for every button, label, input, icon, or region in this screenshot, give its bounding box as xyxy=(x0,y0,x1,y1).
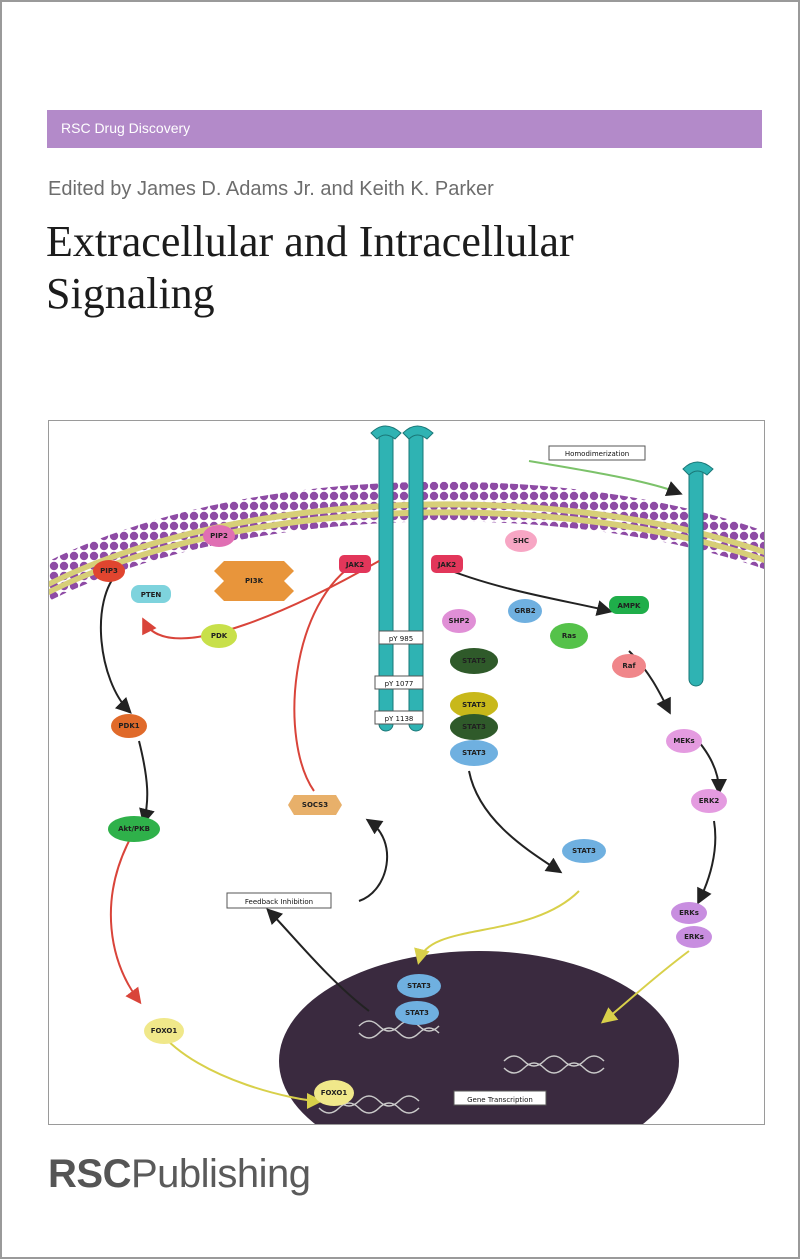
publisher-logo: RSCPublishing xyxy=(48,1152,311,1197)
node-stat3-dimer: STAT3 xyxy=(562,839,606,863)
title-line-2: Signaling xyxy=(46,269,215,318)
svg-text:SHC: SHC xyxy=(513,537,529,545)
node-stat3-c: STAT3 xyxy=(450,740,498,766)
svg-text:PTEN: PTEN xyxy=(141,591,162,599)
svg-text:Ras: Ras xyxy=(562,632,576,640)
signaling-pathway-illustration: PIP3 PIP2 PTEN PI3K PDK PDK1 xyxy=(48,420,765,1125)
svg-text:pY 1077: pY 1077 xyxy=(385,680,414,688)
svg-text:PIP3: PIP3 xyxy=(100,567,118,575)
node-stat3-a: STAT3 xyxy=(450,692,498,718)
svg-text:GRB2: GRB2 xyxy=(514,607,535,615)
node-shc: SHC xyxy=(505,530,537,552)
svg-text:MEKs: MEKs xyxy=(673,737,694,745)
nucleus xyxy=(279,951,679,1124)
book-title: Extracellular and Intracellular Signalin… xyxy=(46,216,766,320)
svg-text:SOCS3: SOCS3 xyxy=(302,801,328,809)
svg-text:STAT3: STAT3 xyxy=(462,723,486,731)
svg-text:ERKs: ERKs xyxy=(684,933,704,941)
publisher-rsc: RSC xyxy=(48,1152,131,1196)
node-pdk1: PDK1 xyxy=(111,714,147,738)
node-stat5: STAT5 xyxy=(450,648,498,674)
node-grb2: GRB2 xyxy=(508,599,542,623)
svg-text:Homodimerization: Homodimerization xyxy=(565,450,629,458)
svg-text:SHP2: SHP2 xyxy=(449,617,470,625)
svg-text:PDK1: PDK1 xyxy=(118,722,139,730)
node-pten: PTEN xyxy=(131,585,171,603)
svg-text:FOXO1: FOXO1 xyxy=(151,1027,178,1035)
node-pip2: PIP2 xyxy=(203,525,235,547)
label-homodimerization: Homodimerization xyxy=(548,445,646,461)
series-banner: RSC Drug Discovery xyxy=(47,110,762,148)
title-line-1: Extracellular and Intracellular xyxy=(46,217,574,266)
node-socs3: SOCS3 xyxy=(288,795,342,815)
svg-text:STAT3: STAT3 xyxy=(572,847,596,855)
node-stat3-b: STAT3 xyxy=(450,714,498,740)
pathway-diagram-svg: PIP3 PIP2 PTEN PI3K PDK PDK1 xyxy=(49,425,764,1124)
series-name: RSC Drug Discovery xyxy=(61,120,191,136)
publisher-publishing: Publishing xyxy=(130,1152,311,1196)
editors-line: Edited by James D. Adams Jr. and Keith K… xyxy=(48,178,494,200)
svg-text:ERKs: ERKs xyxy=(679,909,699,917)
label-ptyr985: pY 985 xyxy=(378,630,424,645)
svg-text:PI3K: PI3K xyxy=(245,577,264,585)
label-ptyr1077: pY 1077 xyxy=(374,675,424,690)
node-jak2-left: JAK2 xyxy=(339,555,371,573)
cell-membrane xyxy=(49,481,764,601)
receptor-right xyxy=(402,425,434,732)
svg-text:STAT3: STAT3 xyxy=(407,982,431,990)
node-stat3-nuc-b: STAT3 xyxy=(395,1001,439,1025)
svg-text:JAK2: JAK2 xyxy=(345,561,364,569)
node-ampk: AMPK xyxy=(609,596,649,614)
receptor-far-right xyxy=(682,461,714,687)
node-pip3: PIP3 xyxy=(93,560,125,582)
svg-text:STAT3: STAT3 xyxy=(462,749,486,757)
svg-text:Gene Transcription: Gene Transcription xyxy=(467,1096,533,1104)
label-feedback-inhibition: Feedback Inhibition xyxy=(226,892,332,909)
node-jak2-right: JAK2 xyxy=(431,555,463,573)
svg-text:PIP2: PIP2 xyxy=(210,532,228,540)
node-akt: Akt/PKB xyxy=(108,816,160,842)
dna-strands xyxy=(318,1020,605,1114)
svg-text:Feedback Inhibition: Feedback Inhibition xyxy=(245,898,313,906)
svg-text:STAT5: STAT5 xyxy=(462,657,486,665)
node-mek: MEKs xyxy=(666,729,702,753)
svg-text:Raf: Raf xyxy=(622,662,636,670)
node-raf: Raf xyxy=(612,654,646,678)
svg-text:FOXO1: FOXO1 xyxy=(321,1089,348,1097)
node-erk2: ERK2 xyxy=(691,789,727,813)
svg-text:AMPK: AMPK xyxy=(618,602,642,610)
svg-text:STAT3: STAT3 xyxy=(405,1009,429,1017)
node-shp2: SHP2 xyxy=(442,609,476,633)
receptor-left xyxy=(370,425,402,732)
svg-text:JAK2: JAK2 xyxy=(437,561,456,569)
label-gene-transcription: Gene Transcription xyxy=(453,1090,547,1106)
node-stat3-nuc-a: STAT3 xyxy=(397,974,441,998)
node-foxo1-nuc: FOXO1 xyxy=(314,1080,354,1106)
svg-text:PDK: PDK xyxy=(211,632,228,640)
svg-text:pY 985: pY 985 xyxy=(389,635,413,643)
svg-text:pY 1138: pY 1138 xyxy=(385,715,414,723)
node-pi3k: PI3K xyxy=(214,561,294,601)
node-foxo1-cyto: FOXO1 xyxy=(144,1018,184,1044)
node-erks-b: ERKs xyxy=(676,926,712,948)
svg-text:Akt/PKB: Akt/PKB xyxy=(118,825,150,833)
svg-text:STAT3: STAT3 xyxy=(462,701,486,709)
node-ras: Ras xyxy=(550,623,588,649)
label-ptyr1138: pY 1138 xyxy=(374,710,424,725)
node-erks-a: ERKs xyxy=(671,902,707,924)
svg-text:ERK2: ERK2 xyxy=(699,797,720,805)
node-pdk: PDK xyxy=(201,624,237,648)
